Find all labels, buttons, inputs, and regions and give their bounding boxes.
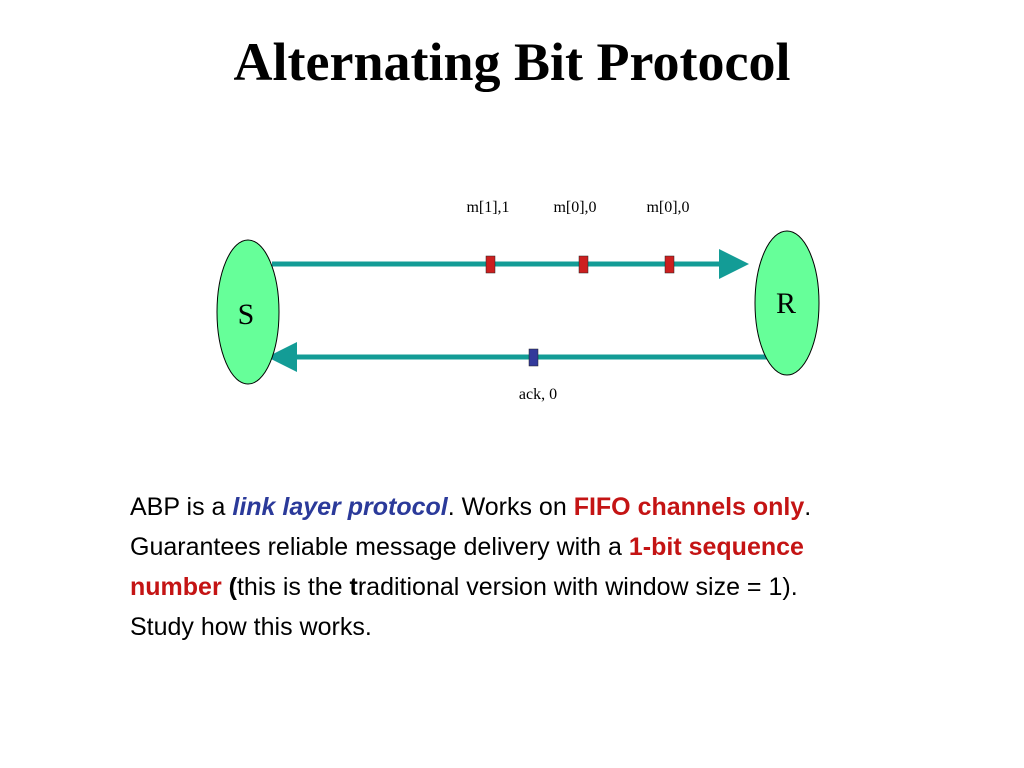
receiver-node (754, 230, 820, 376)
link-layer-protocol-emphasis: link layer protocol (232, 493, 448, 521)
message-label-1: m[1],1 (466, 199, 509, 216)
message-label-3: m[0],0 (646, 199, 689, 216)
slide-title: Alternating Bit Protocol (233, 32, 791, 92)
message-label-2: m[0],0 (553, 199, 596, 216)
sequence-number-emphasis: 1-bit sequence (628, 533, 804, 561)
description-line-2: Guarantees reliable message delivery wit… (130, 533, 804, 561)
ack-marker (528, 348, 539, 367)
message-marker-1 (485, 255, 496, 274)
description-line-4: Study how this works. (130, 613, 372, 641)
message-marker-2 (578, 255, 589, 274)
sender-node (216, 239, 280, 385)
message-marker-3 (664, 255, 675, 274)
description-line-1: ABP is a link layer protocol. Works on F… (130, 493, 812, 521)
receiver-label: R (776, 287, 796, 320)
fifo-channels-emphasis: FIFO channels only (573, 493, 805, 521)
ack-label: ack, 0 (519, 386, 557, 403)
description-line-3: number (this is the traditional version … (130, 573, 798, 601)
description-text: ABP is a link layer protocol. Works on F… (130, 487, 920, 647)
sender-label: S (238, 298, 255, 331)
